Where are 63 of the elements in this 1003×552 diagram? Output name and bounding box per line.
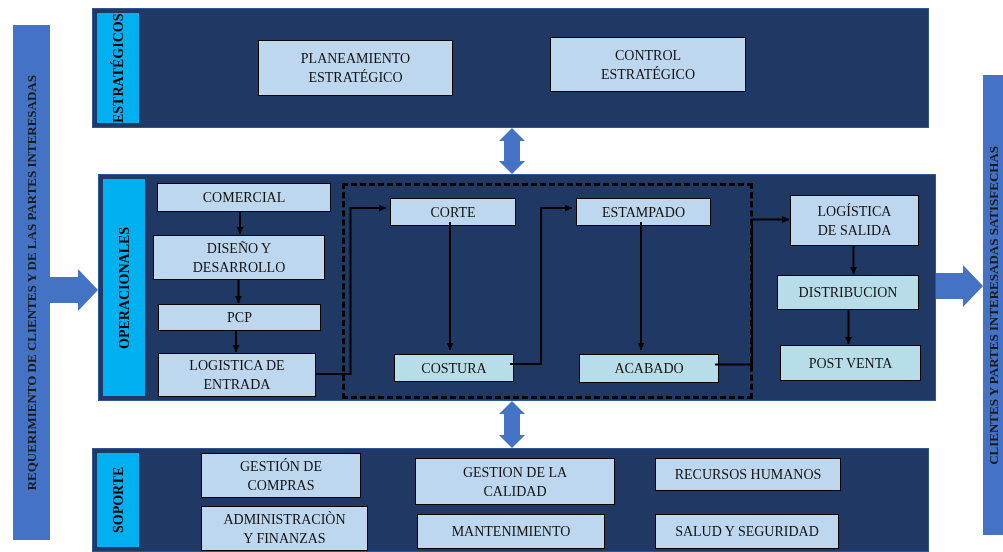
process-box xyxy=(550,37,746,92)
process-box xyxy=(790,195,919,246)
block-arrow xyxy=(499,401,525,448)
stakeholder-bar xyxy=(13,25,50,540)
process-box xyxy=(201,453,361,498)
process-box xyxy=(390,198,516,226)
box-label: LOGISTICA DE ENTRADA xyxy=(188,357,286,394)
box-label: ACABADO xyxy=(614,360,684,378)
block-arrow xyxy=(50,269,98,311)
process-box xyxy=(655,458,841,491)
box-label: RECURSOS HUMANOS xyxy=(674,466,822,484)
flow-arrow xyxy=(314,204,387,375)
box-label: DISEÑO Y DESARROLLO xyxy=(191,239,287,277)
box-label: GESTION DE LA CALIDAD xyxy=(461,463,569,501)
panel-heading: ESTRATÉGICOS xyxy=(97,13,139,123)
box-label: GESTIÓN DE COMPRAS xyxy=(238,457,323,495)
flow-arrow xyxy=(714,216,790,366)
process-box xyxy=(417,514,605,549)
box-label: LOGÍSTICA DE SALIDA xyxy=(816,202,893,240)
process-box xyxy=(158,304,321,331)
box-label: PCP xyxy=(227,309,252,327)
process-box xyxy=(579,354,719,383)
process-box xyxy=(415,458,615,505)
vertical-label: REQUERIMIENTO DE CLIENTES Y DE LAS PARTES INTERESADAS xyxy=(24,74,39,491)
box-label: ADMINISTRACIÒN Y FINANZAS xyxy=(222,510,347,548)
box-label: CORTE xyxy=(430,203,476,222)
flow-arrow xyxy=(845,308,852,345)
process-box xyxy=(201,506,368,551)
process-panel xyxy=(92,448,929,552)
panel-heading: SOPORTE xyxy=(97,453,139,547)
process-box xyxy=(576,198,711,226)
box-label: CONTROL ESTRATÉGICO xyxy=(599,46,697,84)
process-box xyxy=(153,235,325,280)
process-box xyxy=(157,183,331,212)
flow-arrow xyxy=(509,204,573,365)
flow-arrow xyxy=(637,221,645,351)
process-box xyxy=(158,353,316,397)
box-label: COMERCIAL xyxy=(202,189,286,207)
block-arrow xyxy=(499,128,525,174)
stakeholder-bar xyxy=(983,75,1003,535)
process-box xyxy=(777,275,919,310)
block-arrow xyxy=(936,265,983,307)
flow-arrow xyxy=(232,329,240,353)
box-label: ESTAMPADO xyxy=(601,203,686,222)
flow-arrow xyxy=(446,221,454,351)
flow-arrow xyxy=(236,210,244,235)
process-box xyxy=(655,514,839,549)
process-box xyxy=(780,345,921,381)
box-label: DISTRIBUCION xyxy=(798,284,898,302)
process-panel xyxy=(92,8,929,128)
box-label: MANTENIMIENTO xyxy=(451,523,571,541)
process-box xyxy=(394,354,514,382)
box-label: SALUD Y SEGURIDAD xyxy=(675,523,819,541)
vertical-label: CLIENTES Y PARTES INTERESADAS SATISFECHAS xyxy=(985,145,1001,465)
dashed-group-frame xyxy=(342,183,753,399)
process-box xyxy=(258,40,453,96)
box-label: POST VENTA xyxy=(808,354,893,373)
box-label: PLANEAMIENTO ESTRATÉGICO xyxy=(299,50,412,87)
process-panel xyxy=(98,174,936,401)
panel-heading: OPERACIONALES xyxy=(103,179,145,396)
box-label: COSTURA xyxy=(421,359,487,378)
flow-arrow xyxy=(850,244,857,275)
flow-arrow xyxy=(235,278,242,304)
